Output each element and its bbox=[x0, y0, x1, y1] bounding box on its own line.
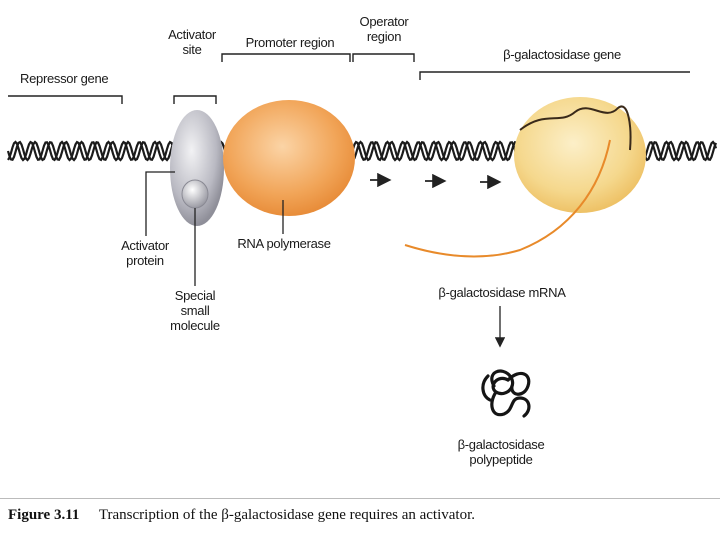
operator-region-line2: region bbox=[366, 29, 402, 44]
activator-site-bracket bbox=[173, 95, 217, 104]
activator-protein-leader bbox=[145, 171, 175, 236]
operator-region-label: Operator region bbox=[352, 14, 416, 44]
leader-lines bbox=[145, 171, 506, 348]
polypeptide-label: β-galactosidase polypeptide bbox=[446, 437, 556, 467]
direction-arrows bbox=[370, 172, 502, 190]
promoter-region-label: Promoter region bbox=[245, 35, 335, 50]
polypeptide-line1: β-galactosidase bbox=[457, 437, 545, 452]
mrna-strand bbox=[404, 139, 611, 258]
polypeptide-shape bbox=[481, 369, 531, 418]
activator-protein-shape bbox=[170, 110, 224, 226]
operator-region-line1: Operator bbox=[359, 14, 409, 29]
special-molecule-label: Special small molecule bbox=[162, 288, 228, 333]
mrna-label: β-galactosidase mRNA bbox=[438, 285, 566, 300]
polypeptide-line2: polypeptide bbox=[469, 452, 533, 467]
rna-polymerase-shape bbox=[223, 100, 355, 216]
activator-protein-line1: Activator bbox=[121, 238, 169, 253]
special-molecule-line1: Special bbox=[174, 288, 216, 303]
ribosome-shape bbox=[514, 97, 646, 213]
activator-site-line2: site bbox=[182, 42, 202, 57]
figure-number: Figure 3.11 bbox=[8, 507, 80, 523]
activator-protein-label: Activator protein bbox=[110, 238, 180, 268]
special-molecule-shape bbox=[181, 179, 209, 209]
gene-label: β-galactosidase gene bbox=[503, 47, 621, 62]
operator-region-bracket bbox=[352, 53, 415, 62]
ribosome-mrna-loop bbox=[519, 105, 632, 151]
repressor-gene-label: Repressor gene bbox=[20, 71, 109, 86]
activator-site-label: Activator site bbox=[157, 27, 227, 57]
figure-caption-text: Transcription of the β-galactosidase gen… bbox=[98, 507, 475, 523]
figure-caption: Figure 3.11 Transcription of the β-galac… bbox=[8, 507, 475, 524]
promoter-region-bracket bbox=[221, 53, 351, 62]
activator-protein-line2: protein bbox=[126, 253, 164, 268]
repressor-gene-bracket bbox=[8, 95, 123, 104]
caption-divider bbox=[0, 498, 720, 499]
special-molecule-line3: molecule bbox=[170, 318, 220, 333]
region-brackets bbox=[8, 53, 690, 104]
rna-polymerase-label: RNA polymerase bbox=[237, 236, 331, 251]
gene-bracket bbox=[419, 71, 690, 80]
special-molecule-line2: small bbox=[180, 303, 210, 318]
activator-site-line1: Activator bbox=[168, 27, 216, 42]
